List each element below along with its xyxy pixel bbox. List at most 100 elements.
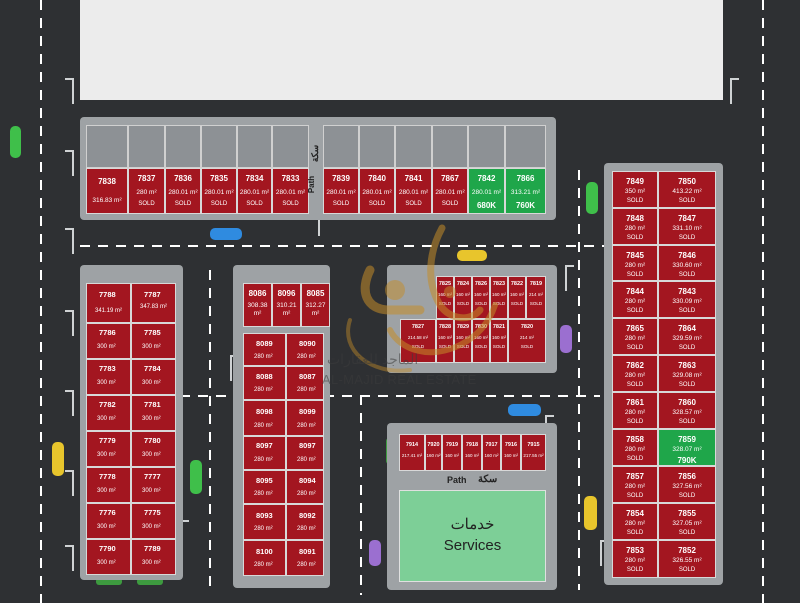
plot-7841[interactable]: 7841 280.01 m² SOLD	[395, 168, 432, 214]
plot-area: 280 m²	[624, 520, 646, 528]
plot-number: 7835	[210, 174, 228, 183]
street-light-icon	[730, 78, 739, 104]
plot-8095[interactable]: 8095 280 m²	[243, 470, 286, 504]
plot-7867[interactable]: 7867 280.01 m² SOLD	[432, 168, 468, 214]
plot-7844[interactable]: 7844 280 m² SOLD	[612, 281, 658, 318]
plot-7861[interactable]: 7861 280 m² SOLD	[612, 392, 658, 429]
plot-7840[interactable]: 7840 280.01 m² SOLD	[359, 168, 395, 214]
plot-7853[interactable]: 7853 280 m² SOLD	[612, 540, 658, 578]
plot-8092[interactable]: 8092 280 m²	[286, 504, 324, 540]
plot-8086[interactable]: 8086 308.38 m²	[243, 283, 272, 327]
plot-7914[interactable]: 7914 217.41 m²	[399, 434, 425, 471]
plot-7821[interactable]: 7821 160 m² SOLD	[490, 319, 508, 363]
plot-7837[interactable]: 7837 280 m² SOLD	[128, 168, 165, 214]
plot-7788[interactable]: 7788 341.19 m²	[86, 283, 131, 323]
plot-7849[interactable]: 7849 350 m² SOLD	[612, 171, 658, 208]
plot-area: 280.01 m²	[204, 189, 234, 197]
plot-7860[interactable]: 7860 328.57 m² SOLD	[658, 392, 716, 429]
plot-7839[interactable]: 7839 280.01 m² SOLD	[323, 168, 359, 214]
plot-7784[interactable]: 7784 300 m²	[131, 359, 176, 395]
plot-7781[interactable]: 7781 300 m²	[131, 395, 176, 431]
plot-7856[interactable]: 7856 327.56 m² SOLD	[658, 466, 716, 503]
plot-8098[interactable]: 8098 280 m²	[243, 400, 286, 436]
plot-7779[interactable]: 7779 300 m²	[86, 431, 131, 467]
plot-7917[interactable]: 7917 160 m²	[482, 434, 501, 471]
plot-7776[interactable]: 7776 300 m²	[86, 503, 131, 539]
plot-7822[interactable]: 7822 160 m² SOLD	[508, 276, 526, 319]
plot-8093[interactable]: 8093 280 m²	[243, 504, 286, 540]
plot-7846[interactable]: 7846 330.60 m² SOLD	[658, 245, 716, 281]
plot-area: 312.27 m²	[305, 302, 326, 317]
plot-area: 160 m²	[473, 335, 488, 341]
plot-7918[interactable]: 7918 160 m²	[462, 434, 482, 471]
plot-8096[interactable]: 8096 310.21 m²	[272, 283, 301, 327]
plot-8097-left[interactable]: 8097 280 m²	[243, 436, 286, 470]
plot-7838[interactable]: 7838 316.83 m²	[86, 168, 128, 214]
plot-7828[interactable]: 7828 160 m² SOLD	[436, 319, 454, 363]
plot-7847[interactable]: 7847 331.10 m² SOLD	[658, 208, 716, 245]
plot-7854[interactable]: 7854 280 m² SOLD	[612, 503, 658, 540]
plot-7783[interactable]: 7783 300 m²	[86, 359, 131, 395]
plot-8088[interactable]: 8088 280 m²	[243, 366, 286, 400]
plot-7850[interactable]: 7850 413.22 m² SOLD	[658, 171, 716, 208]
services-area[interactable]: خدمات Services	[399, 490, 546, 582]
plot-7842[interactable]: 7842 280.01 m² 680K	[468, 168, 505, 214]
plot-7778[interactable]: 7778 300 m²	[86, 467, 131, 503]
plot-7777[interactable]: 7777 300 m²	[131, 467, 176, 503]
plot-7775[interactable]: 7775 300 m²	[131, 503, 176, 539]
plot-7782[interactable]: 7782 300 m²	[86, 395, 131, 431]
plot-7825[interactable]: 7825 160 m² SOLD	[436, 276, 454, 319]
plot-7820[interactable]: 7820 214 m² SOLD	[508, 319, 546, 363]
plot-7919[interactable]: 7919 160 m²	[442, 434, 462, 471]
plot-7833[interactable]: 7833 280.01 m² SOLD	[272, 168, 309, 214]
plot-8085[interactable]: 8085 312.27 m²	[301, 283, 330, 327]
plot-8090[interactable]: 8090 280 m²	[286, 333, 324, 366]
plot-8094[interactable]: 8094 280 m²	[286, 470, 324, 504]
plot-7864[interactable]: 7864 329.59 m² SOLD	[658, 318, 716, 355]
plot-7830[interactable]: 7830 160 m² SOLD	[472, 319, 490, 363]
plot-7859[interactable]: 7859 328.07 m² 790K	[658, 429, 716, 466]
plot-7829[interactable]: 7829 160 m² SOLD	[454, 319, 472, 363]
plot-7823[interactable]: 7823 160 m² SOLD	[490, 276, 508, 319]
plot-7824[interactable]: 7824 160 m² SOLD	[454, 276, 472, 319]
plot-7857[interactable]: 7857 280 m² SOLD	[612, 466, 658, 503]
plot-7789[interactable]: 7789 300 m²	[131, 539, 176, 575]
plot-status: SOLD	[678, 307, 696, 314]
plot-status: SOLD	[678, 197, 696, 204]
plot-7785[interactable]: 7785 300 m²	[131, 323, 176, 359]
plot-area: 280 m²	[297, 456, 316, 463]
plot-8091[interactable]: 8091 280 m²	[286, 540, 324, 576]
plot-7855[interactable]: 7855 327.05 m² SOLD	[658, 503, 716, 540]
plot-7843[interactable]: 7843 330.09 m² SOLD	[658, 281, 716, 318]
plot-7835[interactable]: 7835 280.01 m² SOLD	[201, 168, 237, 214]
plot-7863[interactable]: 7863 329.08 m² SOLD	[658, 355, 716, 392]
plot-8099[interactable]: 8099 280 m²	[286, 400, 324, 436]
plot-8100[interactable]: 8100 280 m²	[243, 540, 286, 576]
plot-7819[interactable]: 7819 214 m² SOLD	[526, 276, 546, 319]
plot-7845[interactable]: 7845 280 m² SOLD	[612, 245, 658, 281]
path-label-arabic: سكة	[310, 144, 321, 163]
plot-7862[interactable]: 7862 280 m² SOLD	[612, 355, 658, 392]
plot-7866[interactable]: 7866 313.21 m² 760K	[505, 168, 546, 214]
plot-7858[interactable]: 7858 280 m² SOLD	[612, 429, 658, 466]
plot-7836[interactable]: 7836 280.01 m² SOLD	[165, 168, 201, 214]
plot-7848[interactable]: 7848 280 m² SOLD	[612, 208, 658, 245]
plot-number: 8089	[256, 339, 273, 348]
plot-7786[interactable]: 7786 300 m²	[86, 323, 131, 359]
plot-7780[interactable]: 7780 300 m²	[131, 431, 176, 467]
plot-7852[interactable]: 7852 326.55 m² SOLD	[658, 540, 716, 578]
plot-8089[interactable]: 8089 280 m²	[243, 333, 286, 366]
plot-7865[interactable]: 7865 280 m² SOLD	[612, 318, 658, 355]
plot-7790[interactable]: 7790 300 m²	[86, 539, 131, 575]
plot-number: 8088	[256, 372, 273, 381]
plot-7834[interactable]: 7834 280.01 m² SOLD	[237, 168, 272, 214]
plot-status: SOLD	[520, 344, 534, 350]
plot-7826[interactable]: 7826 160 m² SOLD	[472, 276, 490, 319]
plot-8097-right[interactable]: 8097 280 m²	[286, 436, 324, 470]
plot-7915[interactable]: 7915 217.55 m²	[521, 434, 546, 471]
plot-8087[interactable]: 8087 280 m²	[286, 366, 324, 400]
plot-7787[interactable]: 7787 347.83 m²	[131, 283, 176, 323]
plot-7920[interactable]: 7920 160 m²	[425, 434, 442, 471]
plot-number: 8100	[256, 547, 273, 556]
plot-7916[interactable]: 7916 160 m²	[501, 434, 521, 471]
